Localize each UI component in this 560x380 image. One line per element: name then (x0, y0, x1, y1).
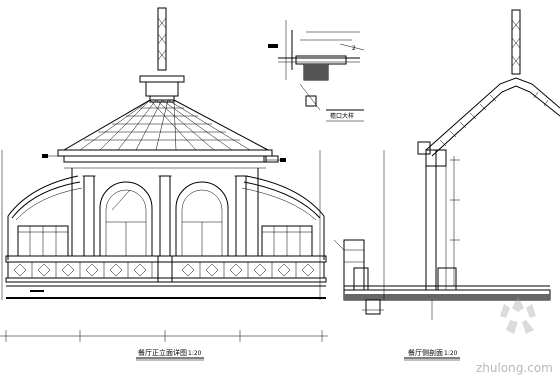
roof-finial (139, 7, 185, 103)
section-spire (511, 9, 521, 75)
right-view-title: 餐厅侧剖面 (408, 348, 443, 357)
balustrade (5, 255, 327, 283)
elevation-base (6, 285, 326, 299)
watermark-logo-icon (500, 296, 536, 334)
side-curved-roof-left (7, 175, 83, 221)
side-curved-roof-right (241, 175, 325, 221)
cornice (57, 149, 279, 169)
section-parapet (333, 239, 365, 291)
watermark-text: zhulong.com (476, 361, 553, 375)
section-floor-slab (343, 267, 551, 315)
watermark: zhulong.com (476, 296, 553, 375)
arched-window-right (175, 181, 229, 256)
left-view-scale: 1:20 (188, 350, 202, 357)
left-view-title: 餐厅正立面详图 (138, 348, 187, 357)
section-roof (425, 77, 560, 157)
side-wing-windows-right (261, 225, 313, 257)
tiled-hip-roof (62, 99, 269, 151)
eave-detail: 檐口大样 2 (268, 20, 365, 122)
arched-window-left (99, 181, 153, 256)
eave-detail-title: 檐口大样 (330, 112, 354, 120)
svg-text:2: 2 (352, 45, 356, 52)
side-section (333, 9, 560, 320)
side-wing-windows-left (17, 225, 69, 257)
right-view-title-group: 餐厅侧剖面 1:20 (404, 348, 460, 361)
dimension-line (0, 330, 328, 342)
left-view-title-group: 餐厅正立面详图 1:20 (136, 348, 204, 361)
right-view-scale: 1:20 (444, 350, 458, 357)
leader-marks (42, 154, 286, 211)
front-elevation (0, 7, 328, 342)
